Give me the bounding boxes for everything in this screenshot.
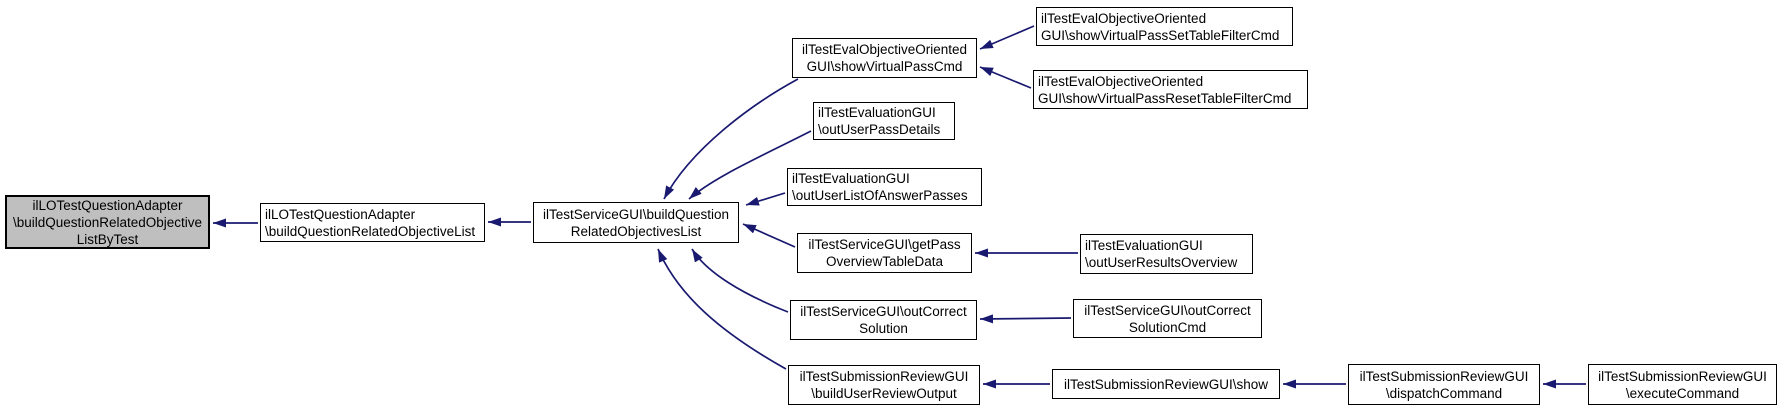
node-out-correct-solution[interactable]: ilTestServiceGUI\outCorrect Solution [790,300,977,340]
node-label-line: GUI\showVirtualPassSetTableFilterCmd [1041,27,1280,43]
node-label-line: ilTestEvaluationGUI [1085,238,1203,253]
node-get-pass-overview-table-data[interactable]: ilTestServiceGUI\getPass OverviewTableDa… [797,233,972,273]
node-label-line: \outUserResultsOverview [1085,255,1238,270]
edge-getpass-to-servicebuild [742,223,796,248]
node-label-line: GUI\showVirtualPassCmd [806,59,963,74]
node-label-line: ilTestSubmissionReviewGUI\show [1063,376,1269,392]
node-label-line: \buildQuestionRelatedObjectiveList [265,223,476,239]
node-label-line: RelatedObjectivesList [570,223,702,239]
node-out-user-results-overview[interactable]: ilTestEvaluationGUI \outUserResultsOverv… [1080,234,1253,274]
node-label-line: \dispatchCommand [1385,385,1503,401]
edge-solutioncmd-to-solution [979,314,1072,324]
node-label-line: ilLOTestQuestionAdapter [265,206,416,222]
node-label-line: ilTestServiceGUI\outCorrect [1084,302,1251,318]
node-label-line: ilTestEvalObjectiveOriented [1038,73,1204,89]
node-build-question-related-objective-list-by-test: ilLOTestQuestionAdapter \buildQuestionRe… [5,195,210,249]
node-label-line: \buildUserReviewOutput [811,386,957,401]
node-service-gui-build-question-related-objectives-list[interactable]: ilTestServiceGUI\buildQuestion RelatedOb… [533,202,739,243]
node-out-user-list-of-answer-passes[interactable]: ilTestEvaluationGUI \outUserListOfAnswer… [787,168,982,206]
node-submission-review-show[interactable]: ilTestSubmissionReviewGUI\show [1052,369,1280,399]
edge-resetfilter-to-showvirtualpass [979,66,1032,89]
node-label-line: ilLOTestQuestionAdapter [32,197,183,213]
node-label-line: \outUserPassDetails [818,122,941,137]
edge-showvirtualpass-to-servicebuild [663,78,799,200]
node-label-line: ListByTest [76,231,139,247]
edge-outuserlist-to-servicebuild [745,192,786,206]
node-show-virtual-pass-set-table-filter-cmd[interactable]: ilTestEvalObjectiveOriented GUI\showVirt… [1036,7,1293,46]
node-label-line: ilTestServiceGUI\buildQuestion [542,206,730,222]
node-label-line: OverviewTableData [825,254,944,269]
node-label-line: \outUserListOfAnswerPasses [792,188,968,203]
edge-outcorrectsolution-to-servicebuild [691,248,789,313]
node-label-line: ilTestServiceGUI\getPass [808,237,961,252]
node-out-user-pass-details[interactable]: ilTestEvaluationGUI \outUserPassDetails [813,102,955,140]
node-execute-command[interactable]: ilTestSubmissionReviewGUI \executeComman… [1588,364,1777,405]
node-show-virtual-pass-reset-table-filter-cmd[interactable]: ilTestEvalObjectiveOriented GUI\showVirt… [1033,70,1308,109]
node-label-line: Solution [859,321,908,336]
node-label-line: ilTestSubmissionReviewGUI [1598,368,1767,384]
node-label-line: GUI\showVirtualPassResetTableFilterCmd [1038,90,1292,106]
node-build-user-review-output[interactable]: ilTestSubmissionReviewGUI \buildUserRevi… [788,365,980,405]
node-label-line: ilTestSubmissionReviewGUI [799,369,969,384]
node-label-line: SolutionCmd [1128,319,1207,335]
node-label-line: ilTestSubmissionReviewGUI [1359,368,1529,384]
node-label-line: ilTestServiceGUI\outCorrect [800,304,967,319]
node-label-line: ilTestEvalObjectiveOriented [1041,10,1207,26]
node-label-line: ilTestEvalObjectiveOriented [801,42,968,57]
node-label-line: \buildQuestionRelatedObjective [12,214,203,230]
node-build-question-related-objective-list[interactable]: ilLOTestQuestionAdapter \buildQuestionRe… [260,203,485,242]
node-label-line: ilTestEvaluationGUI [818,105,936,120]
edge-builduserreview-to-servicebuild [657,248,787,370]
node-label-line: \executeCommand [1625,385,1740,401]
node-label-line: ilTestEvaluationGUI [792,171,910,186]
node-show-virtual-pass-cmd[interactable]: ilTestEvalObjectiveOriented GUI\showVirt… [792,38,977,78]
edge-setfilter-to-showvirtualpass [979,25,1035,50]
edge-outuserpassdetails-to-servicebuild [688,130,812,200]
node-dispatch-command[interactable]: ilTestSubmissionReviewGUI \dispatchComma… [1348,364,1540,405]
node-out-correct-solution-cmd[interactable]: ilTestServiceGUI\outCorrect SolutionCmd [1073,299,1262,338]
